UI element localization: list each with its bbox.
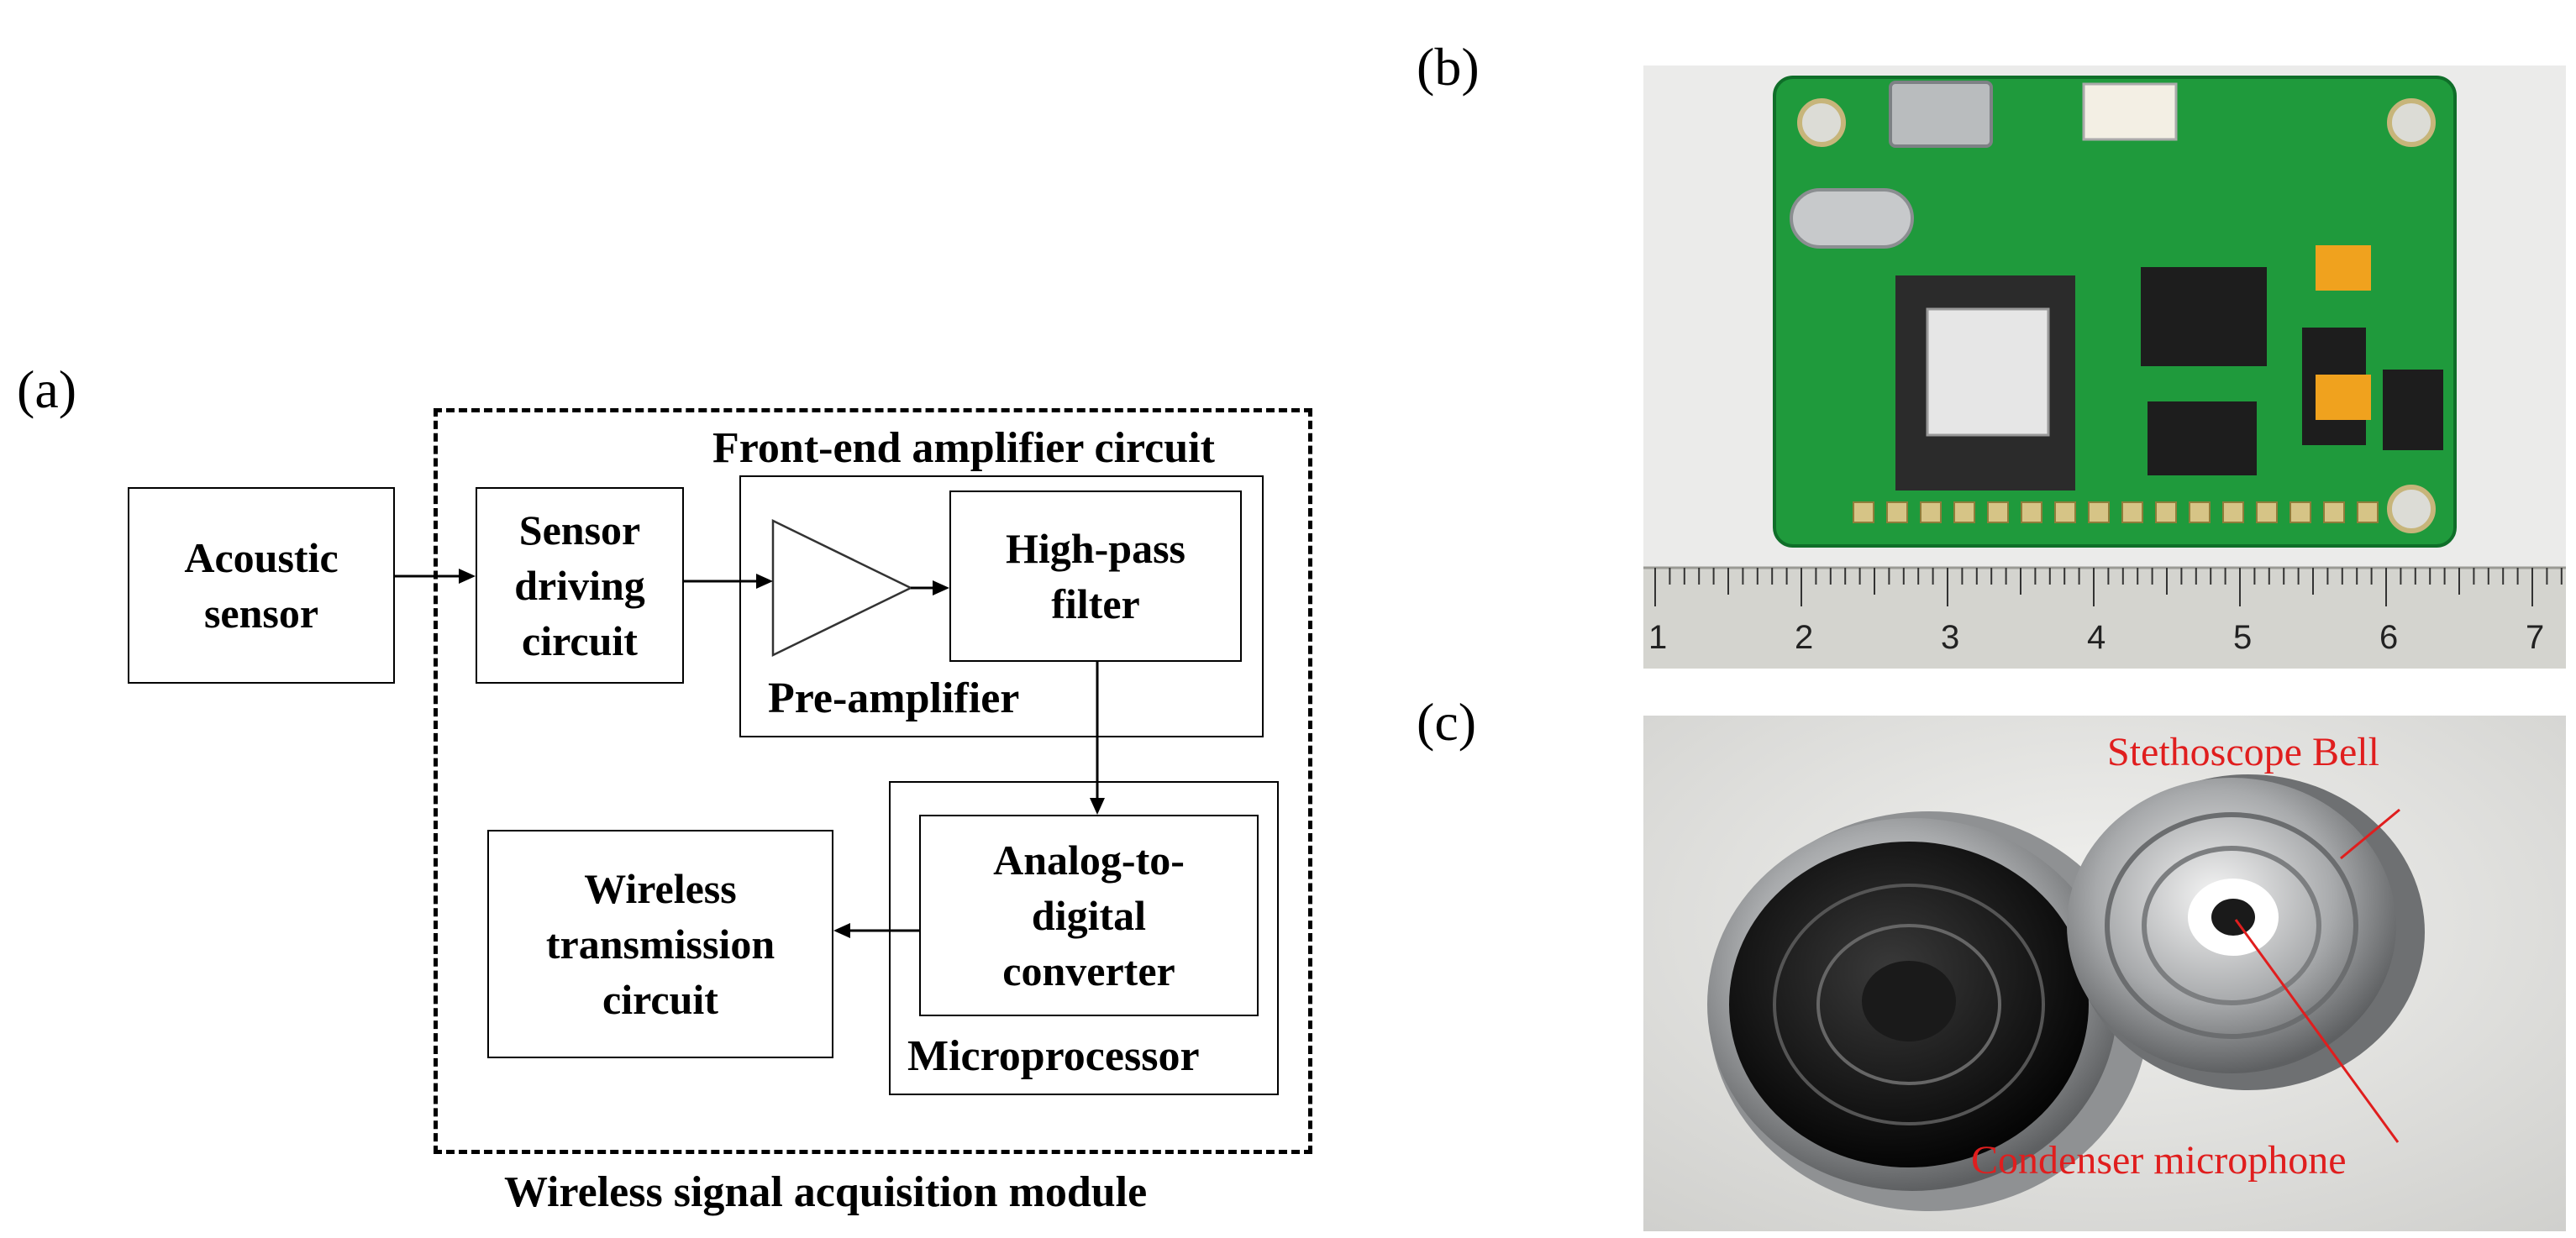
frontend-frame: [739, 475, 1264, 737]
node-sensor-driving-circuit: Sensor driving circuit: [476, 487, 684, 684]
preamp-caption: Pre-amplifier: [768, 674, 1020, 722]
arrow-adc-to-wireless: [833, 923, 919, 938]
label-stethoscope-bell: Stethoscope Bell: [2107, 730, 2379, 774]
microprocessor-frame: [889, 781, 1279, 1095]
pcb-photo: 1 2 3 4 5 6 7: [1643, 66, 2566, 669]
ruler-tick-label: 4: [2087, 619, 2105, 656]
arrow-preamp-to-filter: [911, 580, 949, 595]
ruler-tick-label: 7: [2526, 619, 2544, 656]
arrow-filter-to-adc: [1090, 662, 1105, 815]
ruler-tick-label: 5: [2233, 619, 2252, 656]
arrow-sensor-to-driver: [395, 569, 476, 584]
panel-label-b: (b): [1417, 37, 1480, 97]
node-high-pass-filter: High-pass filter: [949, 490, 1242, 662]
microprocessor-caption: Microprocessor: [907, 1032, 1200, 1080]
pre-amplifier-triangle: [771, 518, 913, 658]
pcb-board: [1773, 76, 2457, 548]
stethoscope-photo-drawing: [1643, 716, 2566, 1231]
ruler-tick-label: 1: [1648, 619, 1667, 656]
node-wireless-transmission: Wireless transmission circuit: [487, 830, 833, 1058]
stethoscope-photo: Stethoscope Bell Condenser microphone: [1643, 716, 2566, 1231]
ruler: [1643, 568, 2566, 669]
arrow-driver-to-preamp: [684, 574, 773, 589]
module-caption: Wireless signal acquisition module: [504, 1168, 1148, 1216]
node-acoustic-sensor: Acoustic sensor: [128, 487, 395, 684]
ruler-tick-label: 3: [1941, 619, 1959, 656]
frontend-caption: Front-end amplifier circuit: [709, 427, 1218, 470]
ruler-tick-label: 6: [2379, 619, 2398, 656]
node-adc: Analog-to- digital converter: [919, 815, 1259, 1016]
label-condenser-microphone: Condenser microphone: [1971, 1138, 2347, 1183]
pcb-photo-drawing: 1 2 3 4 5 6 7: [1643, 66, 2566, 669]
panel-label-a: (a): [17, 359, 77, 419]
panel-label-c: (c): [1417, 692, 1477, 752]
module-boundary: [434, 408, 1312, 1154]
ruler-tick-label: 2: [1795, 619, 1813, 656]
